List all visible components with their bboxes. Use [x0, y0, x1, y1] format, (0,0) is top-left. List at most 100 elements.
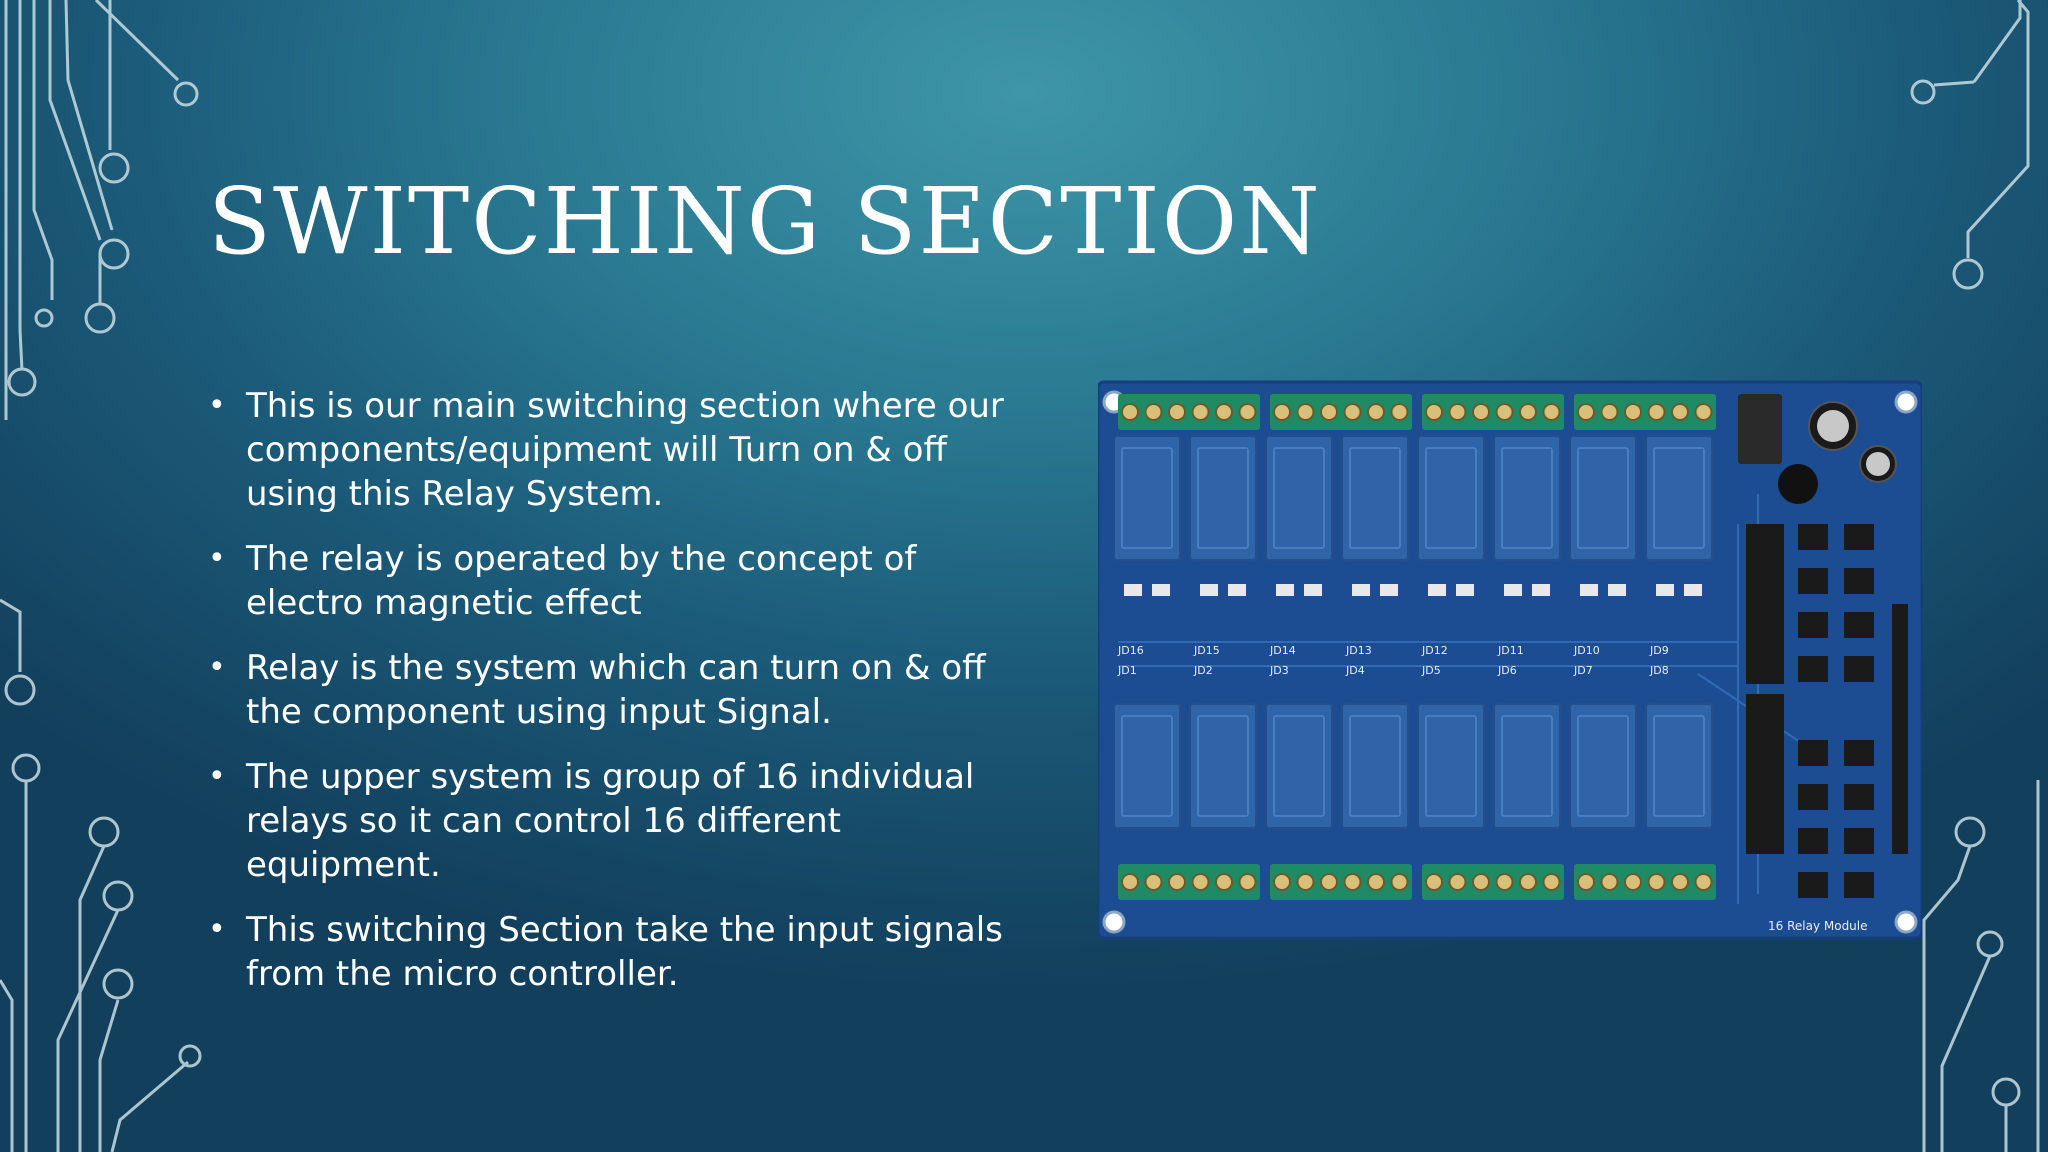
terminal-screw — [1448, 403, 1467, 421]
relay — [1189, 703, 1257, 829]
relay-marking — [1349, 447, 1401, 549]
optocoupler — [1844, 568, 1874, 594]
relay-marking — [1121, 715, 1173, 817]
bullet-item: •The relay is operated by the concept of… — [208, 537, 1028, 625]
terminal-screw — [1168, 873, 1186, 891]
relay-label: JD7 — [1573, 664, 1593, 677]
relay — [1341, 435, 1409, 561]
terminal-screw — [1343, 403, 1362, 421]
optocoupler — [1844, 872, 1874, 898]
relay — [1189, 435, 1257, 561]
relay-marking — [1501, 715, 1553, 817]
terminal-screw — [1273, 403, 1291, 421]
terminal-screw — [1238, 873, 1257, 891]
led — [1532, 584, 1550, 596]
bullet-text: The upper system is group of 16 individu… — [246, 757, 975, 885]
terminal-screw — [1542, 403, 1561, 421]
relay-label: JD9 — [1649, 644, 1669, 657]
led — [1124, 584, 1142, 596]
relay-label: JD1 — [1117, 664, 1137, 677]
terminal-screw — [1671, 873, 1689, 891]
optocoupler — [1844, 740, 1874, 766]
terminal-screw — [1144, 403, 1163, 421]
optocoupler — [1844, 656, 1874, 682]
optocoupler — [1798, 784, 1828, 810]
led — [1684, 584, 1702, 596]
circuit-decoration-right — [1888, 0, 2048, 1152]
relay-label: JD12 — [1421, 644, 1448, 657]
terminal-screw — [1671, 403, 1689, 421]
relay-label: JD11 — [1497, 644, 1524, 657]
relay-label: JD15 — [1193, 644, 1220, 657]
led — [1152, 584, 1170, 596]
terminal-screw — [1238, 403, 1257, 421]
led — [1352, 584, 1370, 596]
led — [1276, 584, 1294, 596]
terminal-screw — [1495, 403, 1514, 421]
terminal-screw — [1647, 403, 1666, 421]
relay-label: JD13 — [1345, 644, 1372, 657]
relay-marking — [1121, 447, 1173, 549]
bullet-icon: • — [208, 912, 226, 947]
led — [1200, 584, 1218, 596]
relay-label: JD4 — [1345, 664, 1365, 677]
relay — [1493, 435, 1561, 561]
bullet-item: •Relay is the system which can turn on &… — [208, 646, 1028, 734]
relay — [1645, 703, 1713, 829]
relay-marking — [1653, 715, 1705, 817]
terminal-screw — [1577, 403, 1595, 421]
terminal-screw — [1425, 873, 1443, 891]
bullet-item: •This switching Section take the input s… — [208, 908, 1028, 996]
terminal-screw — [1495, 873, 1514, 891]
relay-marking — [1425, 715, 1477, 817]
optocoupler — [1798, 740, 1828, 766]
led — [1228, 584, 1246, 596]
relay — [1569, 703, 1637, 829]
terminal-screw — [1191, 873, 1210, 891]
optocoupler — [1844, 828, 1874, 854]
terminal-screw — [1296, 873, 1315, 891]
terminal-screw — [1121, 403, 1139, 421]
relay — [1265, 435, 1333, 561]
bullet-icon: • — [208, 759, 226, 794]
optocoupler — [1844, 612, 1874, 638]
terminal-screw — [1600, 403, 1619, 421]
optocoupler — [1798, 872, 1828, 898]
led — [1580, 584, 1598, 596]
terminal-screw — [1273, 873, 1291, 891]
terminal-screw — [1472, 873, 1490, 891]
relay-marking — [1349, 715, 1401, 817]
optocoupler — [1798, 828, 1828, 854]
terminal-screw — [1694, 403, 1713, 421]
terminal-screw — [1296, 403, 1315, 421]
terminal-screw — [1624, 403, 1642, 421]
bullet-item: • This is our main switching section wher… — [208, 384, 1028, 516]
relay — [1417, 435, 1485, 561]
optocoupler — [1798, 524, 1828, 550]
terminal-screw — [1425, 403, 1443, 421]
relay-marking — [1197, 715, 1249, 817]
relay — [1113, 703, 1181, 829]
led — [1656, 584, 1674, 596]
relay — [1265, 703, 1333, 829]
relay-label: JD8 — [1649, 664, 1669, 677]
relay-label: JD2 — [1193, 664, 1213, 677]
bullet-item: • The upper system is group of 16 individ… — [208, 755, 1028, 887]
terminal-screw — [1320, 403, 1338, 421]
relay-marking — [1273, 447, 1325, 549]
optocoupler — [1798, 568, 1828, 594]
optocoupler — [1798, 612, 1828, 638]
terminal-screw — [1472, 403, 1490, 421]
led — [1428, 584, 1446, 596]
relay-marking — [1197, 447, 1249, 549]
relay-marking — [1653, 447, 1705, 549]
terminal-screw — [1519, 403, 1537, 421]
terminal-screw — [1519, 873, 1537, 891]
bullet-icon: • — [208, 388, 226, 423]
relay — [1493, 703, 1561, 829]
bullet-text: This is our main switching section where… — [246, 386, 1004, 514]
bullet-text: The relay is operated by the concept of … — [246, 539, 917, 623]
terminal-screw — [1320, 873, 1338, 891]
